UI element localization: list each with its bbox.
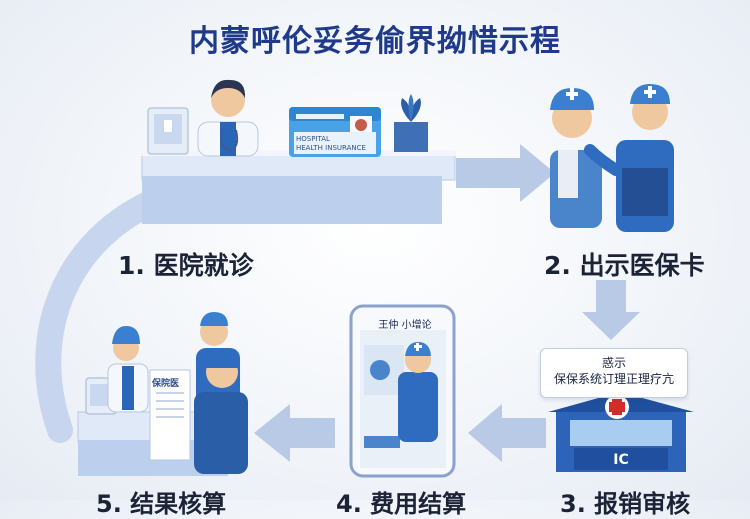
step-2-label: 2. 出示医保卡	[544, 251, 705, 280]
arrow-left-1	[468, 404, 546, 462]
lower-doctor-figure	[107, 326, 149, 413]
step-1-label: 1. 医院就诊	[118, 251, 254, 280]
card-line-1: HOSPITAL	[296, 135, 330, 143]
sign-line-1: 惑示	[601, 356, 626, 370]
sign-line-2: 保保系统订理正理疗亢	[553, 372, 674, 386]
card-text: HOSPITAL HEALTH INSURANCE	[296, 135, 382, 153]
phone-header-text: 王仲 小增论	[378, 320, 432, 331]
phone-icon	[349, 304, 456, 478]
arrow-right-1	[456, 144, 555, 202]
flow-illustration	[35, 79, 694, 478]
building-label: IC	[613, 452, 629, 468]
computer-icon	[147, 107, 189, 155]
plant-icon	[394, 94, 428, 152]
step-3-label: 3. 报销审核	[560, 490, 691, 518]
lower-staff-figure	[194, 312, 248, 474]
document-paper-icon	[149, 369, 191, 461]
arrow-left-2	[254, 404, 335, 462]
nurse-figure	[584, 84, 674, 232]
paper-label: 保院医	[152, 379, 180, 389]
arrow-down-1	[582, 280, 640, 340]
step-4-label: 4. 费用结算	[336, 490, 467, 518]
card-line-2: HEALTH INSURANCE	[296, 144, 366, 152]
page-title: 内蒙呼伦妥务偷界拗惜示程	[189, 24, 561, 59]
insurance-card-icon	[289, 107, 381, 157]
loop-arrow	[35, 182, 183, 443]
hospital-building-icon	[548, 392, 694, 472]
reception-counter	[140, 150, 456, 224]
patient-figure	[550, 88, 602, 228]
system-sign: 惑示 保保系统订理正理疗亢	[540, 348, 688, 398]
step-5-label: 5. 结果核算	[96, 490, 227, 518]
doctor-figure	[197, 79, 259, 157]
